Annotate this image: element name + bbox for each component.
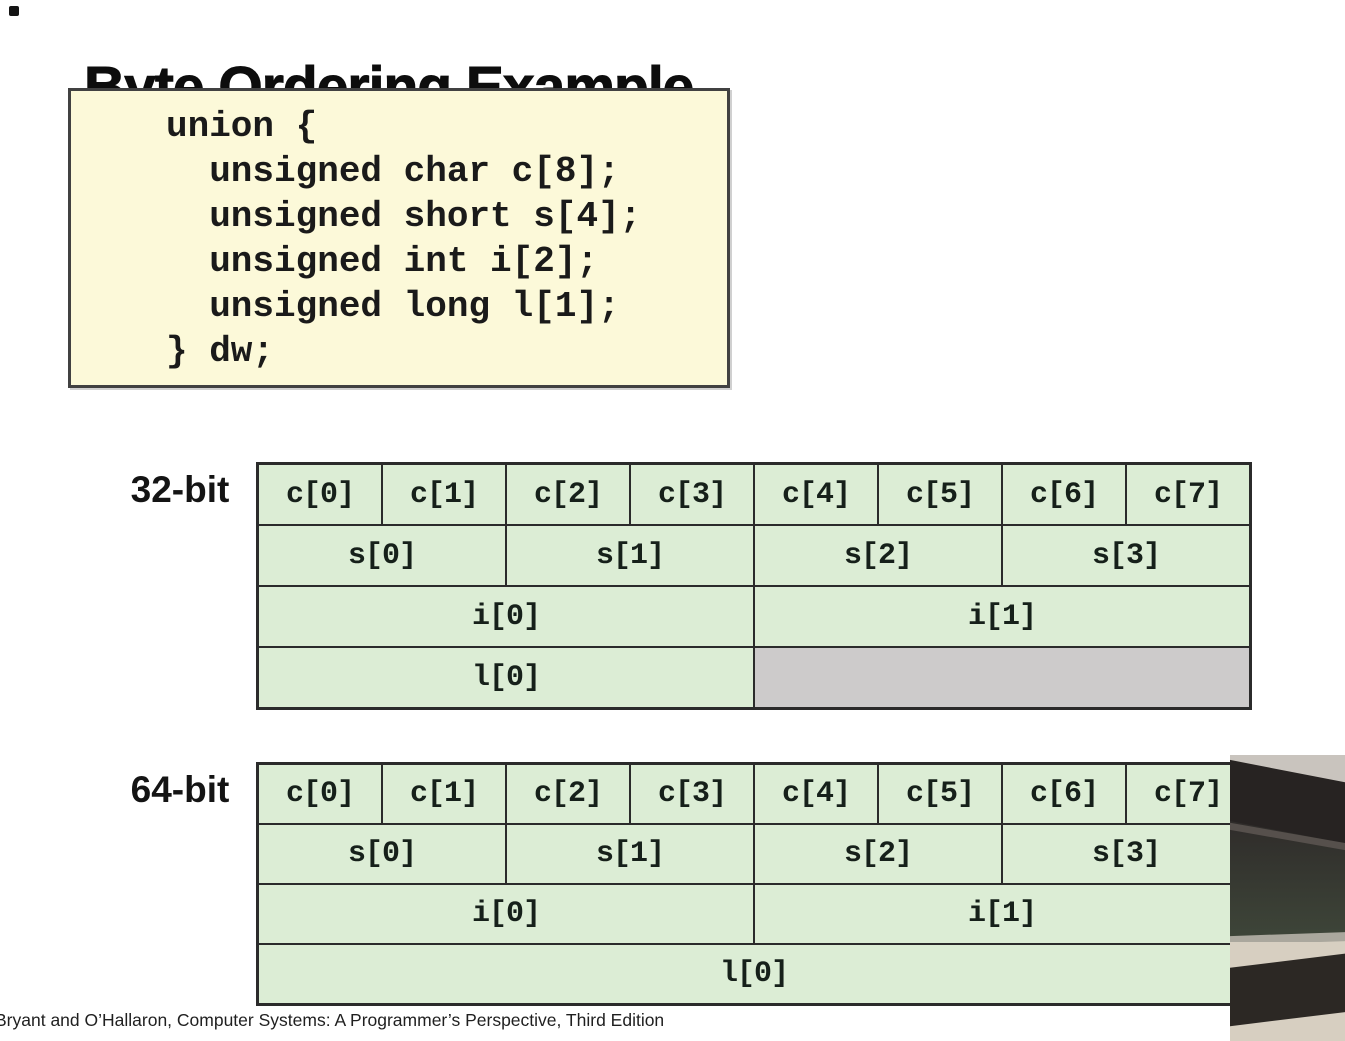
- code-line: unsigned int i[2];: [166, 241, 599, 282]
- code-line: } dw;: [166, 331, 275, 372]
- attribution-footer: Bryant and O’Hallaron, Computer Systems:…: [0, 1010, 665, 1030]
- memory-cell: c[7]: [1127, 765, 1249, 823]
- diagram-32bit: 32-bit c[0]c[1]c[2]c[3]c[4]c[5]c[6]c[7]s…: [0, 462, 1345, 710]
- memory-cell: c[3]: [631, 465, 753, 524]
- diagram-label-64bit: 64-bit: [130, 769, 230, 810]
- memory-cell: s[1]: [507, 526, 753, 585]
- code-line: unsigned long l[1];: [166, 286, 620, 327]
- memory-cell: s[0]: [259, 526, 505, 585]
- memory-layout-grid-64bit: c[0]c[1]c[2]c[3]c[4]c[5]c[6]c[7] s[0]s[1]…: [256, 762, 1252, 1006]
- memory-cell: l[0]: [259, 648, 753, 707]
- union-code-block: union { unsigned char c[8]; unsigned sho…: [68, 88, 730, 388]
- memory-cell: c[7]: [1127, 465, 1249, 524]
- memory-cell: s[3]: [1003, 825, 1249, 883]
- memory-cell: c[4]: [755, 465, 877, 524]
- memory-cell: i[1]: [755, 587, 1249, 646]
- memory-cell: c[2]: [507, 465, 629, 524]
- memory-cell: s[0]: [259, 825, 505, 883]
- corner-artifact: [9, 6, 19, 16]
- memory-cell: i[0]: [259, 885, 753, 943]
- diagram-64bit: 64-bit c[0]c[1]c[2]c[3]c[4]c[5]c[6]c[7]s…: [0, 762, 1345, 1006]
- memory-cell: i[0]: [259, 587, 753, 646]
- memory-cell: c[1]: [383, 765, 505, 823]
- lecture-video-overlay: [1230, 755, 1345, 1041]
- memory-cell: l[0]: [259, 945, 1249, 1003]
- code-line: unsigned char c[8];: [166, 151, 620, 192]
- memory-cell: s[2]: [755, 526, 1001, 585]
- memory-cell: s[3]: [1003, 526, 1249, 585]
- memory-cell: c[3]: [631, 765, 753, 823]
- memory-cell: c[2]: [507, 765, 629, 823]
- memory-cell: c[5]: [879, 765, 1001, 823]
- memory-cell: c[0]: [259, 465, 381, 524]
- memory-layout-grid-32bit: c[0]c[1]c[2]c[3]c[4]c[5]c[6]c[7] s[0]s[1]…: [256, 462, 1252, 710]
- memory-cell: c[5]: [879, 465, 1001, 524]
- memory-cell: s[2]: [755, 825, 1001, 883]
- memory-cell: i[1]: [755, 885, 1249, 943]
- memory-cell: c[0]: [259, 765, 381, 823]
- memory-cell-unused: [755, 648, 1249, 707]
- diagram-label-32bit: 32-bit: [130, 469, 230, 510]
- code-line: unsigned short s[4];: [166, 196, 642, 237]
- memory-cell: s[1]: [507, 825, 753, 883]
- code-lines: union { unsigned char c[8]; unsigned sho…: [166, 104, 727, 374]
- memory-cell: c[4]: [755, 765, 877, 823]
- memory-cell: c[1]: [383, 465, 505, 524]
- code-line: union {: [166, 106, 318, 147]
- memory-cell: c[6]: [1003, 465, 1125, 524]
- memory-cell: c[6]: [1003, 765, 1125, 823]
